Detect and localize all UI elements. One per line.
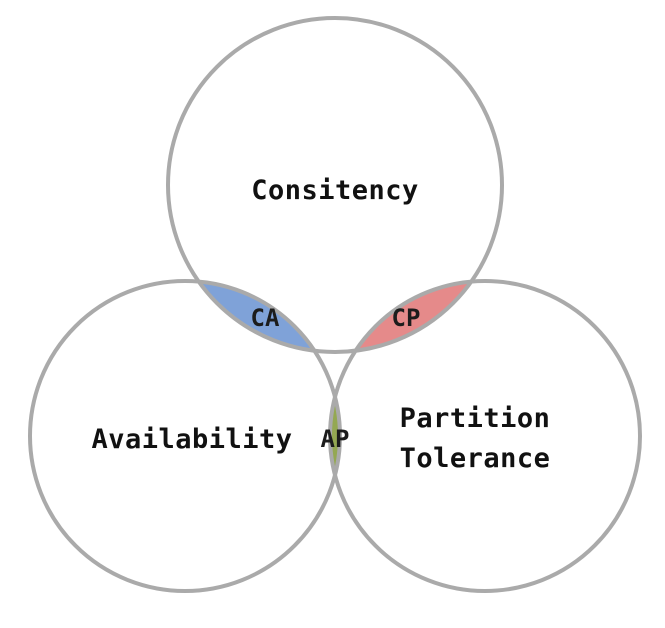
availability-circle [28, 279, 342, 593]
consistency-circle [166, 16, 504, 354]
overlap-ap-label: AP [321, 425, 350, 453]
partition-tolerance-circle [328, 279, 642, 593]
overlap-cp-label: CP [392, 304, 421, 332]
partition-tolerance-label-line2: Tolerance [400, 443, 551, 474]
partition-tolerance-label-line1: Partition [400, 403, 551, 434]
availability-label: Availability [91, 424, 292, 455]
overlap-ca-label: CA [251, 304, 280, 332]
consistency-label: Consitency [251, 175, 419, 206]
